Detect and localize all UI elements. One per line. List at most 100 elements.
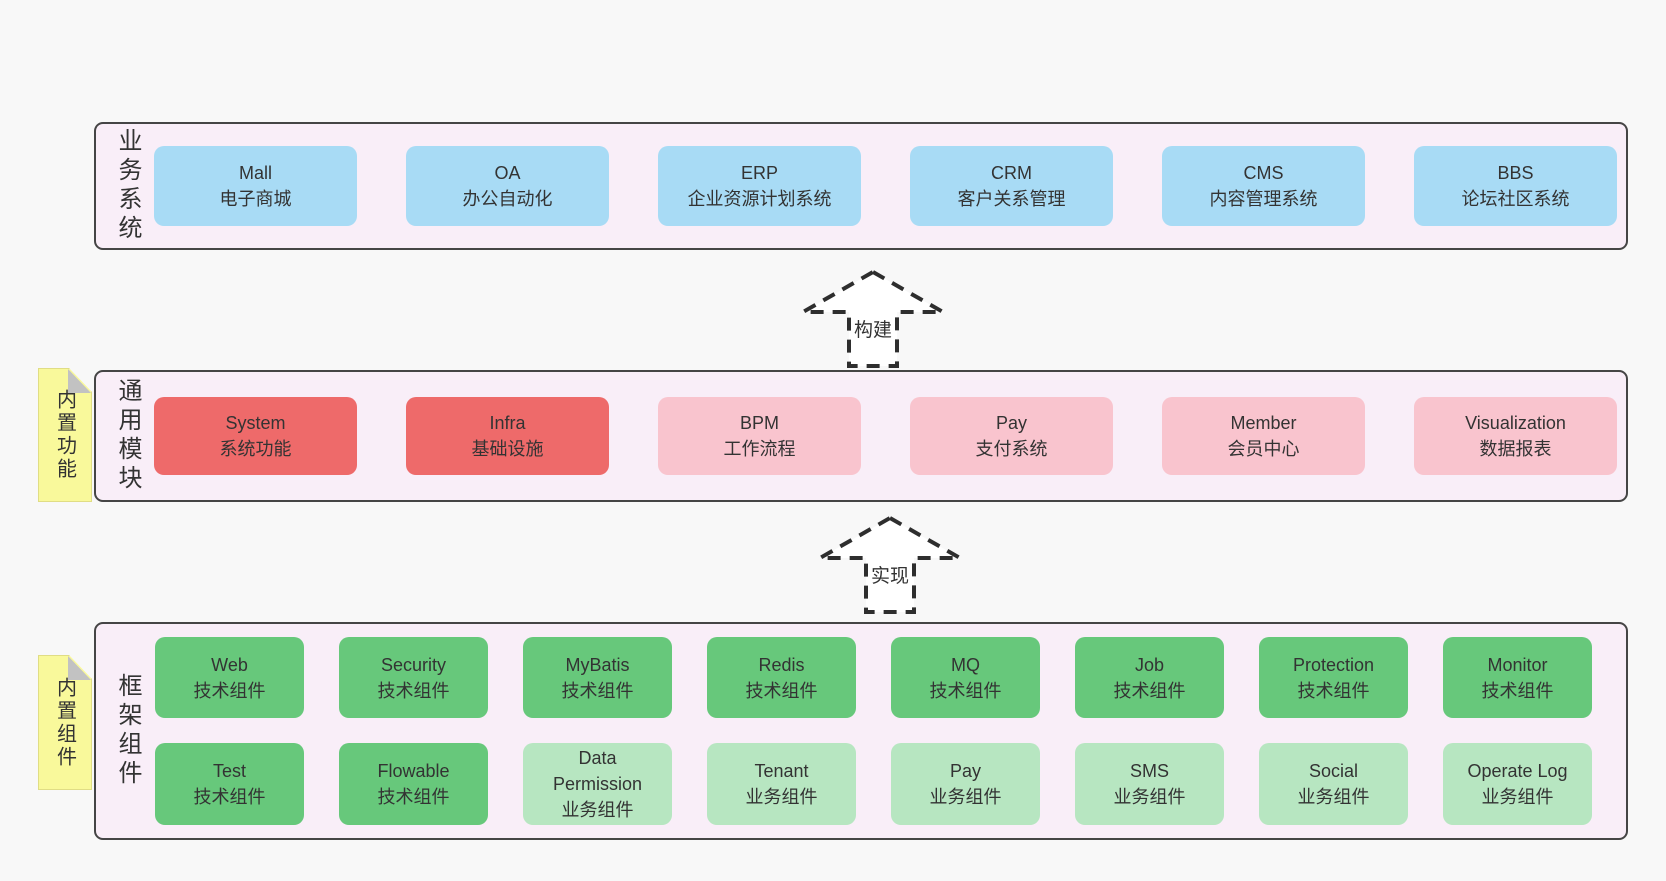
box-subtitle: 技术组件 [377,680,450,701]
module-box-monitor: Monitor 技术组件 [1443,637,1592,718]
box-subtitle: 客户关系管理 [957,189,1066,209]
implement-arrow-label: 实现 [871,565,909,587]
band-label-business-systems: 业务系统 [114,128,141,244]
module-box-oa: OA 办公自动化 [406,146,609,226]
box-subtitle: 企业资源计划系统 [687,189,832,209]
band-common-modules: 通用模块 System 系统功能 Infra 基础设施 BPM 工作流程 Pay 支付系统 Me… [94,370,1628,502]
module-box-redis: Redis 技术组件 [707,637,856,718]
box-title: Data Permission [552,748,643,794]
box-title: OA [494,163,521,183]
module-box-infra: Infra 基础设施 [406,397,609,475]
box-title: Flowable [377,761,450,781]
box-title: Mall [238,163,272,183]
box-title: System [225,413,286,433]
note-text-builtin-components: 内置组件 [53,676,76,769]
band-label-framework-components: 框架组件 [114,673,141,789]
box-subtitle: 工作流程 [723,439,796,459]
module-box-bbs: BBS 论坛社区系统 [1414,146,1617,226]
module-box-operate-log: Operate Log 业务组件 [1443,743,1592,825]
module-box-mq: MQ 技术组件 [891,637,1040,718]
common-modules-boxes: System 系统功能 Infra 基础设施 BPM 工作流程 Pay 支付系统 Member 会… [154,372,1617,500]
box-subtitle: 技术组件 [929,680,1002,701]
box-subtitle: 论坛社区系统 [1461,189,1570,209]
module-box-sms: SMS 业务组件 [1075,743,1224,825]
box-title: Test [212,761,246,781]
box-subtitle: 技术组件 [377,787,450,807]
box-title: Member [1230,413,1297,433]
box-subtitle: 基础设施 [471,439,544,459]
box-subtitle: 业务组件 [745,787,818,807]
box-subtitle: 业务组件 [1113,787,1186,807]
module-box-system: System 系统功能 [154,397,357,475]
box-subtitle: 技术组件 [1481,680,1554,701]
implement-arrow: 实现 [812,515,968,614]
note-fold-icon [68,369,91,393]
module-box-social: Social 业务组件 [1259,743,1408,825]
box-title: Security [380,654,447,675]
module-box-tenant: Tenant 业务组件 [707,743,856,825]
module-box-security: Security 技术组件 [339,637,488,718]
module-box-pay: Pay 业务组件 [891,743,1040,825]
build-arrow-shape [795,269,951,368]
box-title: Operate Log [1467,761,1568,781]
sticky-note-builtin-components: 内置组件 [38,655,92,790]
box-subtitle: 办公自动化 [462,189,553,209]
box-subtitle: 技术组件 [745,680,818,701]
module-box-pay: Pay 支付系统 [910,397,1113,475]
module-box-member: Member 会员中心 [1162,397,1365,475]
box-subtitle: 业务组件 [1297,787,1370,807]
box-title: Redis [758,654,805,675]
band-label-common-modules: 通用模块 [114,378,141,494]
box-subtitle: 业务组件 [1481,787,1554,807]
box-title: Pay [995,413,1028,433]
note-text-builtin-features: 内置功能 [53,389,76,481]
build-arrow-label: 构建 [854,319,892,341]
module-box-flowable: Flowable 技术组件 [339,743,488,825]
box-subtitle: 技术组件 [561,680,634,701]
module-box-test: Test 技术组件 [155,743,304,825]
box-subtitle: 技术组件 [1113,680,1186,701]
box-title: BBS [1497,163,1534,183]
box-title: MyBatis [565,654,630,675]
box-title: Web [211,654,248,675]
box-title: Visualization [1465,413,1566,433]
box-subtitle: 技术组件 [193,787,266,807]
box-subtitle: 支付系统 [975,439,1048,459]
box-title: CRM [991,163,1032,183]
box-title: Infra [489,413,526,433]
box-subtitle: 数据报表 [1479,439,1552,459]
module-box-web: Web 技术组件 [155,637,304,718]
sticky-note-builtin-features: 内置功能 [38,368,92,502]
box-subtitle: 内容管理系统 [1209,189,1318,209]
box-subtitle: 业务组件 [929,787,1002,807]
box-title: CMS [1243,163,1284,183]
box-title: SMS [1129,761,1169,781]
box-title: BPM [739,413,779,433]
box-title: Pay [949,761,982,781]
box-title: Monitor [1487,654,1548,675]
module-box-visualization: Visualization 数据报表 [1414,397,1617,475]
module-box-bpm: BPM 工作流程 [658,397,861,475]
box-title: Tenant [754,761,809,781]
module-box-cms: CMS 内容管理系统 [1162,146,1365,226]
note-fold-icon [68,656,91,680]
box-title: Protection [1292,654,1375,675]
box-title: MQ [951,654,980,675]
box-subtitle: 系统功能 [219,439,292,459]
box-subtitle: 会员中心 [1227,439,1300,459]
module-box-crm: CRM 客户关系管理 [910,146,1113,226]
module-box-mybatis: MyBatis 技术组件 [523,637,672,718]
box-title: Social [1308,761,1359,781]
box-subtitle: 技术组件 [193,680,266,701]
